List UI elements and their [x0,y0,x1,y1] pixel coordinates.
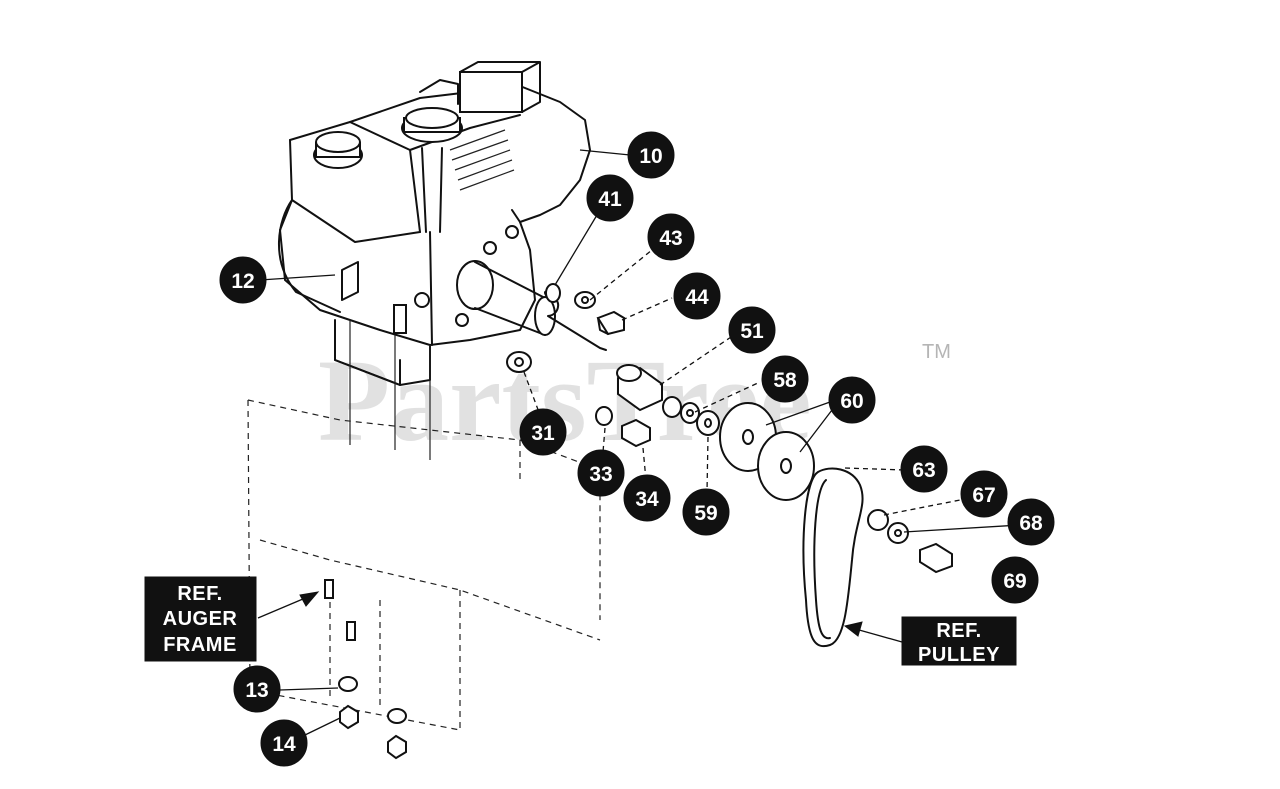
small-parts [324,283,953,760]
svg-text:34: 34 [635,488,659,511]
svg-text:33: 33 [589,463,612,486]
svg-text:67: 67 [972,484,995,507]
callout-badge-34[interactable]: 34 [623,474,671,522]
ref-auger-frame-line-1: REF. [177,583,222,605]
callout-badge-69[interactable]: 69 [991,556,1039,604]
ref-pulley-label: REF. PULLEY [901,616,1017,666]
callout-badge-58[interactable]: 58 [761,355,809,403]
callout-badge-10[interactable]: 10 [627,131,675,179]
ref-auger-frame-line-3: FRAME [163,634,237,656]
callout-badge-31[interactable]: 31 [519,408,567,456]
ref-auger-frame-line-2: AUGER [163,608,238,630]
svg-text:14: 14 [272,733,296,756]
svg-text:63: 63 [912,459,935,482]
svg-text:12: 12 [231,270,254,293]
svg-text:68: 68 [1019,512,1043,535]
callout-badge-33[interactable]: 33 [577,449,625,497]
callout-badge-43[interactable]: 43 [647,213,695,261]
svg-text:51: 51 [740,320,764,343]
callout-badge-51[interactable]: 51 [728,306,776,354]
ref-auger-frame-label: REF. AUGER FRAME [144,576,257,662]
svg-text:69: 69 [1003,570,1026,593]
callout-badge-68[interactable]: 68 [1007,498,1055,546]
svg-text:58: 58 [773,369,797,392]
leader-lines [259,149,1021,736]
svg-text:10: 10 [639,145,662,168]
svg-text:59: 59 [694,502,717,525]
ref-pulley-line-1: REF. [936,620,981,642]
svg-text:43: 43 [659,227,682,250]
svg-text:41: 41 [598,188,622,211]
svg-text:31: 31 [531,422,555,445]
ref-arrows [257,591,903,643]
svg-text:13: 13 [245,679,268,702]
engine [277,61,591,386]
callout-badge-44[interactable]: 44 [673,272,721,320]
callout-badge-13[interactable]: 13 [233,665,281,713]
svg-text:60: 60 [840,390,863,413]
svg-text:44: 44 [685,286,709,309]
callout-badge-67[interactable]: 67 [960,470,1008,518]
callout-badge-14[interactable]: 14 [260,719,308,767]
callout-badge-59[interactable]: 59 [682,488,730,536]
callout-badge-63[interactable]: 63 [900,445,948,493]
callout-badge-60[interactable]: 60 [828,376,876,424]
watermark-trademark: TM [922,341,951,363]
ref-pulley-line-2: PULLEY [918,644,1000,666]
callout-badge-41[interactable]: 41 [586,174,634,222]
callout-badge-12[interactable]: 12 [219,256,267,304]
